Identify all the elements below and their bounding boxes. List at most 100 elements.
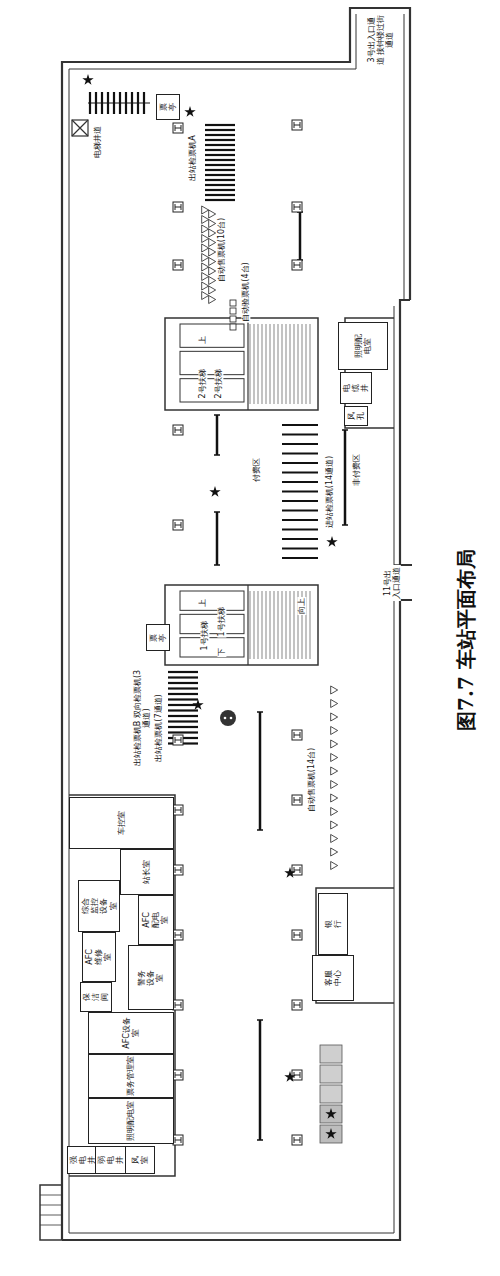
room-box: 客服中心	[312, 955, 354, 1001]
room-name: 票亭	[159, 102, 177, 113]
stair-step	[302, 324, 303, 404]
gate-bar	[282, 557, 318, 559]
star-mark	[284, 867, 295, 878]
barrier-end	[257, 1139, 263, 1141]
escalator-band	[180, 614, 244, 633]
pillar	[173, 520, 183, 530]
station-wall	[40, 8, 412, 1240]
pillar	[292, 865, 302, 875]
pillar-mark	[175, 204, 181, 210]
barrier-end	[257, 1019, 263, 1021]
ticket-machine	[209, 257, 216, 265]
ticket-machine	[331, 767, 338, 775]
escalator-frame	[165, 318, 318, 410]
ticket-machine	[331, 699, 338, 707]
room-name: 风室	[131, 1153, 149, 1167]
inner-wall	[69, 14, 404, 1233]
pillar-box	[173, 1000, 183, 1010]
pillar-mark	[294, 1072, 300, 1078]
plan-label: 11号出入口通道	[383, 565, 401, 601]
room-name: 保洁间	[82, 989, 110, 1004]
pillar-box	[173, 805, 183, 815]
pillar-box	[292, 1000, 302, 1010]
stair-step	[282, 591, 283, 659]
ticket-machine	[209, 238, 216, 246]
gate-bar	[168, 709, 198, 711]
stair-step	[262, 591, 263, 659]
pillar	[292, 795, 302, 805]
check-machine	[230, 316, 236, 322]
barrier-line	[216, 415, 219, 455]
gate-bar	[282, 509, 318, 511]
barrier-end	[342, 524, 348, 526]
pillar-box	[292, 260, 302, 270]
gate-bar	[205, 124, 235, 126]
pillar-mark	[175, 1137, 181, 1143]
gate-bar	[205, 144, 235, 146]
locker-box	[320, 1105, 342, 1123]
barrier-line	[299, 212, 302, 260]
star-mark	[82, 74, 93, 85]
stair-step	[294, 324, 295, 404]
barrier-end	[214, 414, 220, 416]
gate-bar	[168, 693, 198, 695]
room-name: 电缆井	[342, 380, 370, 395]
pillar-box	[292, 1070, 302, 1080]
stair-step	[270, 591, 271, 659]
pillar	[173, 865, 183, 875]
ticket-machine	[202, 253, 209, 261]
pillar	[173, 260, 183, 270]
plan-label: 1号扶梯	[217, 606, 226, 637]
gate-bar	[205, 199, 235, 201]
room-box: AFC维修室	[82, 932, 116, 982]
ticket-machine	[209, 276, 216, 284]
room-box: 银行	[318, 893, 348, 955]
ticket-machine	[331, 686, 338, 694]
room-box: 车控室	[69, 797, 174, 849]
pillars	[173, 120, 302, 1145]
ticket-machine	[331, 848, 338, 856]
pillar-mark	[294, 1002, 300, 1008]
pillar-mark	[294, 867, 300, 873]
plan-label: 上	[198, 335, 207, 345]
room-name: 票亭	[149, 632, 167, 643]
lockers	[320, 1045, 342, 1143]
locker-box	[320, 1085, 342, 1103]
room-box: 照明配电室	[88, 1098, 174, 1144]
room-box: 电缆井	[340, 372, 373, 404]
stair-step	[250, 324, 251, 404]
ticket-machine	[331, 861, 338, 869]
pillar-box	[292, 120, 302, 130]
gate-bar	[205, 159, 235, 161]
locker-box	[320, 1045, 342, 1063]
gate-bar	[205, 189, 235, 191]
stair-step	[310, 591, 311, 659]
pillar-mark	[175, 1072, 181, 1078]
room-strip-walls	[69, 795, 175, 1176]
corner-stair-steps	[40, 1195, 62, 1225]
room-name: AFC维修室	[85, 949, 113, 965]
plan-label: 自动售票机(10台)	[217, 217, 226, 283]
room-name: AFC设备室	[122, 1014, 140, 1052]
room-name: 车控室	[117, 811, 126, 835]
pillar-box	[173, 865, 183, 875]
pillar-box	[292, 202, 302, 212]
pillar-box	[173, 123, 183, 133]
pillar-box	[292, 795, 302, 805]
stair-step	[294, 591, 295, 659]
barrier-end	[214, 564, 220, 566]
check-machine	[230, 324, 236, 330]
ticket-machine	[202, 272, 209, 280]
bank-outline	[316, 888, 394, 1003]
ticket-machine	[202, 291, 209, 299]
pillar-mark	[175, 932, 181, 938]
gate-bar	[205, 134, 235, 136]
pillar-mark	[175, 427, 181, 433]
pillar	[292, 930, 302, 940]
room-name: 站长室	[142, 860, 151, 884]
gate-bar	[282, 452, 318, 454]
pillar-box	[292, 930, 302, 940]
plan-label: 付费区	[252, 457, 261, 483]
escalator-band	[180, 638, 244, 657]
